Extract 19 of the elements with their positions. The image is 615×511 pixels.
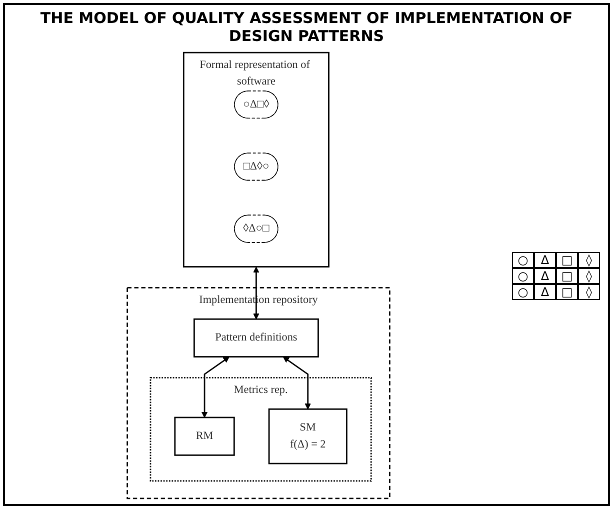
table-cell: ○ [512, 252, 534, 268]
table-cell: ◊ [578, 284, 600, 300]
node-box: SM f(Δ) = 2 [268, 408, 348, 464]
table-cell: □ [556, 284, 578, 300]
diagram-title: THE MODEL OF QUALITY ASSESSMENT OF IMPLEMENTATION OF DESIGN PATTERNS [39, 9, 574, 45]
table-cell: □ [556, 252, 578, 268]
arrow [201, 356, 230, 418]
table-cell: Δ [534, 268, 556, 284]
table-cell: ○ [512, 284, 534, 300]
table-cell: □ [556, 268, 578, 284]
node-box: RM [174, 416, 235, 456]
arrow [282, 356, 311, 410]
table-cell: Δ [534, 252, 556, 268]
table-cell: Δ [534, 284, 556, 300]
table-cell: ○ [512, 268, 534, 284]
table-cell: ◊ [578, 252, 600, 268]
table-cell: ◊ [578, 268, 600, 284]
node-box: Pattern definitions [193, 318, 319, 358]
arrow [253, 266, 260, 320]
